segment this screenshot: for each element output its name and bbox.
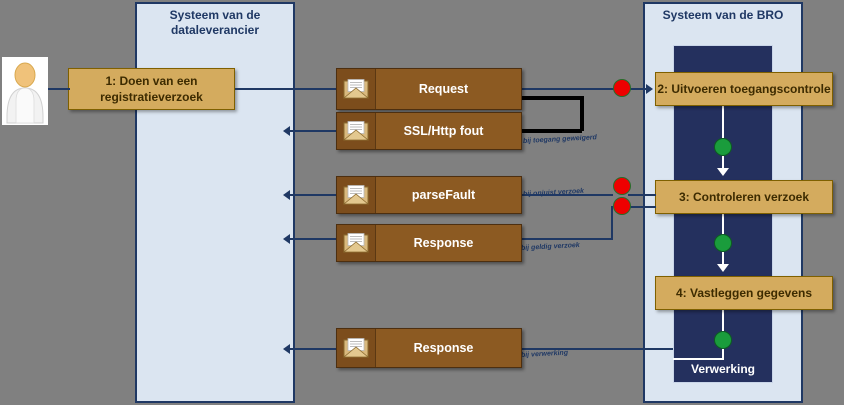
- decision-dot-green-step2[interactable]: [714, 138, 732, 156]
- actor-dataleverancier[interactable]: [2, 57, 48, 125]
- swimlane-title-line2: dataleverancier: [170, 23, 260, 37]
- envelope-icon: [337, 225, 376, 261]
- flow-connector-4-to-end: [722, 310, 724, 332]
- condition-label-toegang-geweigerd: bij toegang geweigerd: [522, 134, 597, 145]
- connector-response1-to-supplier: [288, 238, 338, 240]
- swimlane-bro-title: Systeem van de BRO: [662, 8, 784, 22]
- user-actor-icon: [2, 57, 48, 125]
- process-box-3-controleren-verzoek[interactable]: 3: Controleren verzoek: [655, 180, 833, 214]
- flow-connector-dot-to-4: [722, 252, 724, 266]
- arrow-response1-to-supplier: [283, 234, 290, 244]
- arrow-parsefault-to-supplier: [283, 190, 290, 200]
- connector-ssl-to-supplier: [288, 130, 338, 132]
- connector-request-to-bro: [521, 88, 621, 90]
- branch-line-horizontal-ssl: [522, 129, 582, 133]
- swimlane-dataleverancier: [135, 2, 295, 403]
- connector-dot-to-response1: [521, 238, 612, 240]
- envelope-icon: [337, 329, 376, 367]
- envelope-icon: [337, 69, 376, 109]
- decision-dot-red-toegang[interactable]: [613, 79, 631, 97]
- arrow-response2-to-supplier: [283, 344, 290, 354]
- envelope-icon: [337, 113, 376, 149]
- decision-dot-green-step3[interactable]: [714, 234, 732, 252]
- arrow-ssl-to-supplier: [283, 126, 290, 136]
- condition-label-onjuist-verzoek: bij onjuist verzoek: [522, 187, 585, 198]
- connector-dot-to-parsefault: [521, 194, 613, 196]
- connector-vertical-response1: [611, 206, 613, 240]
- flow-arrow-to-step4: [717, 264, 729, 272]
- decision-dot-green-step4[interactable]: [714, 331, 732, 349]
- process-1-label-line1: 1: Doen van een: [105, 74, 198, 88]
- connector-parsefault-to-supplier: [288, 194, 338, 196]
- flow-connector-end-left: [673, 358, 724, 360]
- condition-label-geldig-verzoek: bij geldig verzoek: [520, 241, 580, 252]
- message-box-parsefault[interactable]: parseFault: [336, 176, 522, 214]
- connector-step3-to-dot-upper: [628, 194, 656, 196]
- decision-dot-red-geldig[interactable]: [613, 197, 631, 215]
- connector-verwerking-to-response2: [521, 348, 673, 350]
- process-1-label-line2: registratieverzoek: [100, 90, 203, 104]
- message-box-response-1[interactable]: Response: [336, 224, 522, 262]
- decision-dot-red-onjuist[interactable]: [613, 177, 631, 195]
- process-box-2-uitvoeren-toegangscontrole[interactable]: 2: Uitvoeren toegangscontrole: [655, 72, 833, 106]
- arrow-into-step2: [646, 84, 653, 94]
- process-box-1-doen-registratieverzoek[interactable]: 1: Doen van een registratieverzoek: [68, 68, 235, 110]
- flow-arrow-to-step3: [717, 168, 729, 176]
- flow-connector-3-to-4: [722, 214, 724, 246]
- message-box-request[interactable]: Request: [336, 68, 522, 110]
- condition-label-verwerking: bij verwerking: [520, 349, 569, 359]
- connector-actor-to-step1: [44, 88, 70, 90]
- message-label: parseFault: [411, 188, 476, 202]
- envelope-icon: [337, 177, 376, 213]
- connector-response2-to-supplier: [288, 348, 338, 350]
- message-label: Response: [413, 341, 474, 355]
- connector-dot-to-step2: [630, 88, 648, 90]
- branch-line-horizontal-ssl-top: [522, 96, 584, 100]
- process-box-4-vastleggen-gegevens[interactable]: 4: Vastleggen gegevens: [655, 276, 833, 310]
- verwerking-label: Verwerking: [690, 362, 756, 376]
- flow-connector-end-down: [722, 348, 724, 360]
- branch-line-vertical-ssl: [580, 98, 584, 131]
- connector-step3-to-dot-lower: [628, 206, 656, 208]
- flow-connector-2-to-3: [722, 106, 724, 138]
- message-box-response-2[interactable]: Response: [336, 328, 522, 368]
- message-label: Response: [413, 236, 474, 250]
- connector-step1-to-request: [235, 88, 338, 90]
- swimlane-dataleverancier-title: Systeem van de dataleverancier: [135, 8, 295, 38]
- message-label: SSL/Http fout: [403, 124, 484, 138]
- message-label: Request: [418, 82, 469, 96]
- swimlane-title-line1: Systeem van de: [169, 8, 261, 22]
- flow-connector-dot-to-3: [722, 156, 724, 170]
- message-box-ssl-http-fout[interactable]: SSL/Http fout: [336, 112, 522, 150]
